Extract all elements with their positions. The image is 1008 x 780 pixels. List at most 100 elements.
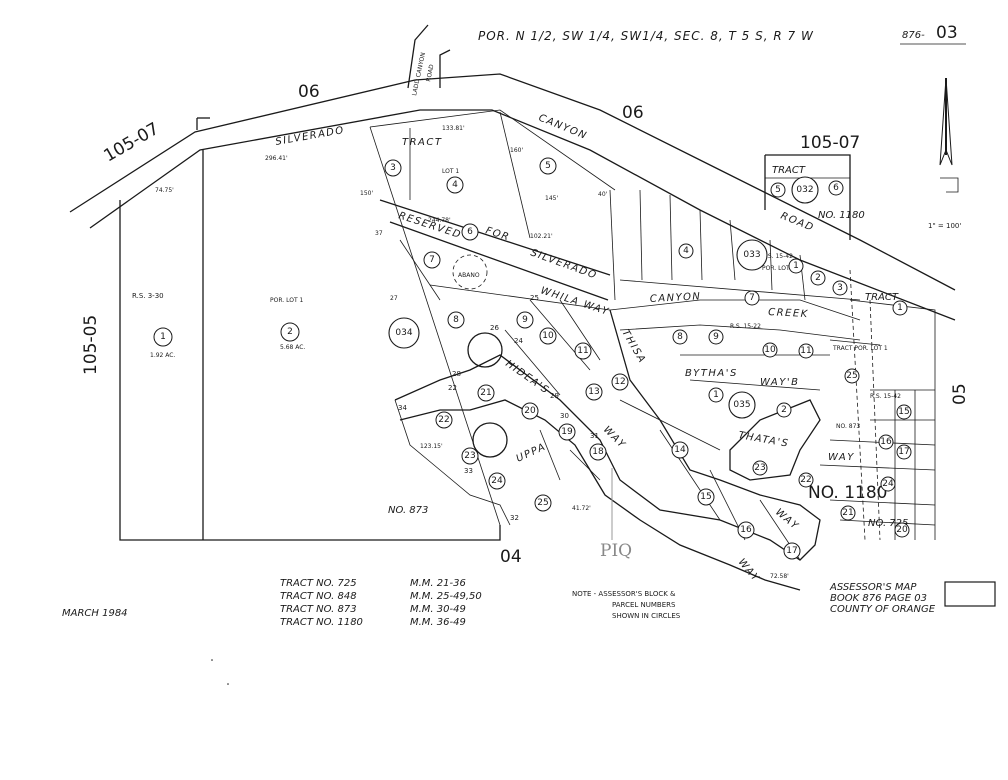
canyon-creek-label: CREEK (768, 307, 809, 320)
parcel-circle (788, 258, 804, 274)
parcel-circle (896, 404, 912, 420)
lot-number: 32 (510, 514, 519, 522)
rs-label: R.S. 15-42 (762, 253, 793, 260)
note-line: PARCEL NUMBERS (612, 601, 676, 609)
parcel-number: 10 (764, 345, 776, 355)
parcel-circle (589, 443, 607, 461)
parcel-circle (762, 342, 778, 358)
lot-number: 27 (390, 295, 398, 302)
lot-1-label: LOT 1 (442, 168, 459, 175)
uppa-label: UPPA (515, 441, 548, 464)
parcel-circle (516, 311, 534, 329)
tract-row-mm: M.M. 21-36 (410, 578, 466, 589)
tract-row-label: TRACT NO. 725 (280, 578, 357, 589)
parcel-number: 11 (577, 346, 588, 356)
canyon-label: CANYON (537, 113, 589, 143)
parcel-number: 25 (537, 498, 548, 508)
tract-lines-upper (369, 109, 616, 311)
tract-number-label: NO. 873 (388, 505, 428, 516)
acreage-label: 5.68 AC. (280, 344, 305, 351)
parcel-circle (558, 423, 576, 441)
parcel-circle (435, 411, 453, 429)
map-date: MARCH 1984 (62, 608, 128, 619)
parcel-number: 15 (898, 407, 909, 417)
parcel-circle (671, 441, 689, 459)
parcel-circle (672, 329, 688, 345)
thata-label: THATA'S (737, 430, 790, 450)
parcel-circle (737, 521, 755, 539)
parcel-circle (574, 342, 592, 360)
parcel-number: 11 (800, 346, 811, 356)
north-arrow-icon (939, 77, 959, 193)
dimension-label: 133.81' (442, 125, 465, 132)
silverado-label: SILVERADO (275, 125, 346, 148)
parcel-circle (844, 368, 860, 384)
block-circle (388, 317, 420, 349)
parcel-number: 10 (542, 331, 554, 341)
parcel-number: 1 (713, 390, 719, 400)
index-box (944, 581, 996, 607)
parcel-circle (153, 327, 173, 347)
parcel-number: 7 (749, 293, 755, 303)
block-06-left: 06 (298, 82, 320, 102)
parcel-number: 23 (464, 451, 475, 461)
right-tract-lines (764, 154, 936, 541)
parcel-number: 5 (545, 161, 551, 171)
parcel-circle (488, 472, 506, 490)
parcel-number: 9 (522, 315, 528, 325)
tract-row-mm: M.M. 30-49 (410, 604, 466, 615)
parcel-number: 8 (453, 315, 459, 325)
parcel-circle (798, 343, 814, 359)
assessor-line: COUNTY OF ORANGE (830, 604, 936, 615)
parcel-number: 7 (429, 255, 435, 265)
way-bottom-label: WAY (736, 557, 762, 585)
tract-row-label: TRACT NO. 873 (280, 604, 357, 615)
lot-number: 26 (490, 324, 499, 332)
block-105-05: 105-05 (81, 315, 101, 375)
assessor-line: ASSESSOR'S MAP (829, 582, 917, 593)
parcel-number: 5 (775, 185, 781, 195)
silverado-reserved-label: SILVERADO (529, 247, 599, 281)
parcel-number: 17 (786, 546, 797, 556)
parcel-number: 3 (837, 283, 843, 293)
note-line: SHOWN IN CIRCLES (612, 612, 681, 620)
parcel-number: 20 (896, 525, 908, 535)
parcel-circle (477, 384, 495, 402)
parcel-number: 12 (614, 377, 625, 387)
parcel-circle (744, 290, 760, 306)
lot-number: 33 (464, 467, 473, 475)
parcel-number: 2 (781, 405, 787, 415)
rs-label: R.S. 15-42 (870, 393, 901, 400)
block-circle (728, 391, 756, 419)
parcel-number: 13 (588, 387, 599, 397)
block-06-right: 06 (622, 103, 644, 123)
lot-number: 24 (514, 337, 523, 345)
parcel-number: 8 (677, 332, 683, 342)
map-number-prefix: 876- (902, 30, 925, 41)
lot-number: 30 (560, 412, 569, 420)
lot-number: 29 (550, 392, 559, 400)
parcel-number: 16 (740, 525, 752, 535)
dimension-label: 72.58' (770, 573, 789, 580)
parcel-circle (896, 444, 912, 460)
parcel-number: 4 (452, 180, 458, 190)
parcel-number: 4 (683, 246, 689, 256)
parcel-circle (461, 447, 479, 465)
tract-row-mm: M.M. 36-49 (410, 617, 466, 628)
parcel-number: 2 (815, 273, 821, 283)
lot-number: 22 (448, 384, 457, 392)
lot-number: 34 (398, 404, 407, 412)
block-number: 032 (796, 185, 813, 195)
parcel-circle (810, 270, 826, 286)
parcel-circle (585, 383, 603, 401)
parcel-circle (461, 223, 479, 241)
parcel-number: 21 (480, 388, 491, 398)
dimension-label: 40' (598, 191, 608, 198)
dimension-label: 102.21' (530, 233, 553, 240)
parcel-circle (840, 505, 856, 521)
parcel-circle (880, 476, 896, 492)
block-04: 04 (500, 547, 522, 567)
parcel-circle (878, 434, 894, 450)
for-label: FOR (484, 225, 511, 243)
